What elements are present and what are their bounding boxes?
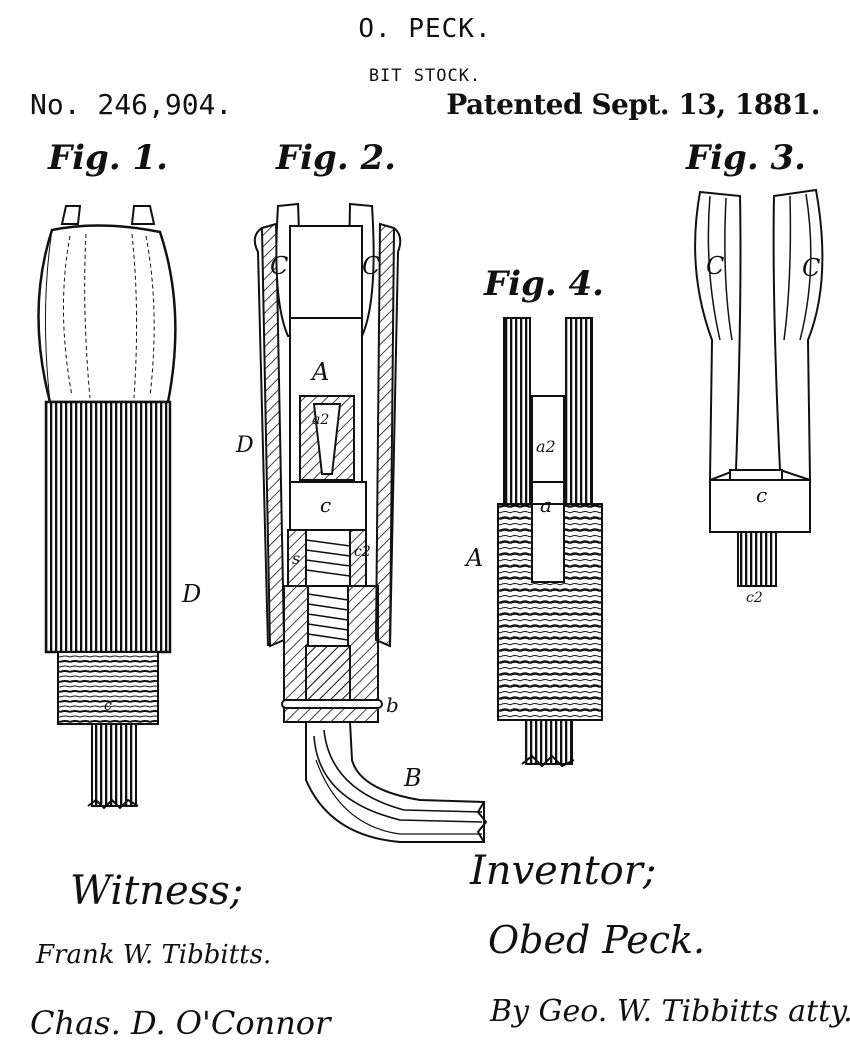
inventor-name: O. PECK. bbox=[358, 14, 492, 44]
fig4-drawing bbox=[497, 317, 603, 768]
fig1-drawing bbox=[37, 205, 177, 810]
fig2-label-C-left: C bbox=[270, 252, 288, 280]
fig4-label-a2: a2 bbox=[536, 437, 556, 456]
fig2-label-C-right: C bbox=[362, 252, 380, 280]
inventor-label: Inventor; bbox=[470, 848, 657, 894]
fig2-label-b: b bbox=[386, 693, 399, 717]
witness-signature-1: Frank W. Tibbitts. bbox=[36, 940, 272, 970]
witness-signature-2: Chas. D. O'Connor bbox=[30, 1004, 331, 1042]
patent-title: BIT STOCK. bbox=[368, 66, 482, 86]
patent-date: Patented Sept. 13, 1881. bbox=[446, 88, 820, 121]
fig2-label: Fig. 2. bbox=[276, 138, 396, 178]
fig1-label-c: c bbox=[104, 698, 112, 714]
attorney-signature: By Geo. W. Tibbitts atty. bbox=[490, 994, 850, 1029]
patent-number: No. 246,904. bbox=[30, 88, 233, 121]
fig3-label-C-left: C bbox=[706, 252, 724, 280]
fig3-drawing bbox=[694, 188, 824, 587]
fig2-label-a2: a2 bbox=[312, 412, 329, 428]
fig2-drawing bbox=[253, 202, 488, 843]
fig3-label: Fig. 3. bbox=[686, 138, 806, 178]
fig2-label-s: s bbox=[292, 549, 300, 568]
fig3-label-c2: c2 bbox=[746, 590, 763, 606]
fig4-label: Fig. 4. bbox=[484, 264, 604, 304]
fig3-label-c: c bbox=[756, 483, 767, 507]
inventor-signature: Obed Peck. bbox=[488, 918, 706, 962]
fig1-label: Fig. 1. bbox=[48, 138, 168, 178]
witness-label: Witness; bbox=[70, 868, 244, 914]
fig2-label-A: A bbox=[310, 358, 329, 386]
fig2-label-c: c bbox=[320, 493, 331, 517]
fig4-label-A: A bbox=[464, 544, 483, 572]
fig3-label-C-right: C bbox=[802, 254, 820, 282]
fig2-label-D: D bbox=[235, 433, 254, 458]
fig2-label-B: B bbox=[403, 764, 422, 792]
fig1-label-D: D bbox=[181, 580, 201, 608]
fig2-label-c2: c2 bbox=[354, 544, 371, 560]
fig4-label-a: a bbox=[540, 493, 552, 517]
